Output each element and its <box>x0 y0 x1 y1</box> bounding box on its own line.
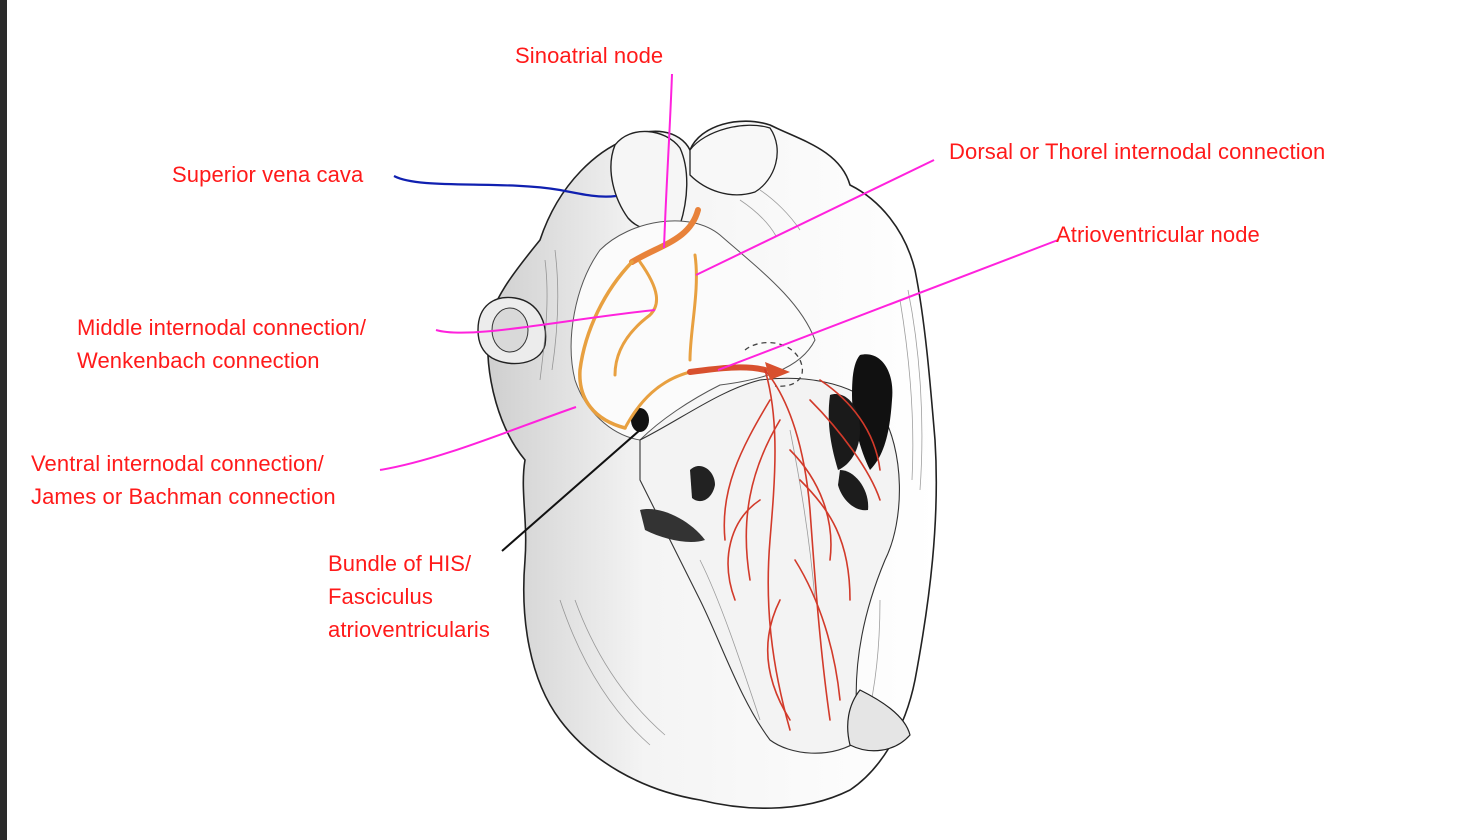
pointer-bundle-of-his <box>501 429 641 552</box>
label-bundle-of-his-line2: Fasciculus <box>328 584 433 609</box>
label-sinoatrial-node: Sinoatrial node <box>515 43 664 68</box>
pointer-av-node <box>717 239 1059 371</box>
pointer-superior-vena-cava <box>393 175 617 198</box>
label-middle-connection-line2: Wenkenbach connection <box>77 348 320 373</box>
label-middle-connection: Middle internodal connection/ Wenkenbach… <box>77 311 366 377</box>
label-ventral-connection-line2: James or Bachman connection <box>31 484 336 509</box>
label-superior-vena-cava: Superior vena cava <box>172 162 364 187</box>
pointer-dorsal-connection <box>695 159 935 276</box>
bundle-branch-origin <box>765 362 790 380</box>
pointer-middle-connection <box>435 309 656 334</box>
label-av-node: Atrioventricular node <box>1056 222 1260 247</box>
label-ventral-connection-line1: Ventral internodal connection/ <box>31 451 324 476</box>
internodal-pathways <box>578 207 768 430</box>
av-node-region-outline <box>744 341 803 387</box>
dark-shading-right <box>852 354 893 470</box>
apex-fold <box>847 689 911 752</box>
pointer-sinoatrial-node <box>663 73 673 249</box>
label-bundle-of-his-line3: atrioventricularis <box>328 617 490 642</box>
coronary-sinus-opening <box>631 408 649 432</box>
label-middle-connection-line1: Middle internodal connection/ <box>77 315 367 340</box>
window-edge-bar <box>0 0 7 840</box>
label-bundle-of-his: Bundle of HIS/ Fasciculus atrioventricul… <box>328 547 490 646</box>
surface-hatching <box>539 189 923 746</box>
purkinje-fibers <box>723 369 881 731</box>
label-dorsal-connection: Dorsal or Thorel internodal connection <box>949 139 1326 164</box>
pointer-ventral-connection <box>379 406 577 471</box>
label-ventral-connection: Ventral internodal connection/ James or … <box>31 447 336 513</box>
label-bundle-of-his-line1: Bundle of HIS/ <box>328 551 472 576</box>
